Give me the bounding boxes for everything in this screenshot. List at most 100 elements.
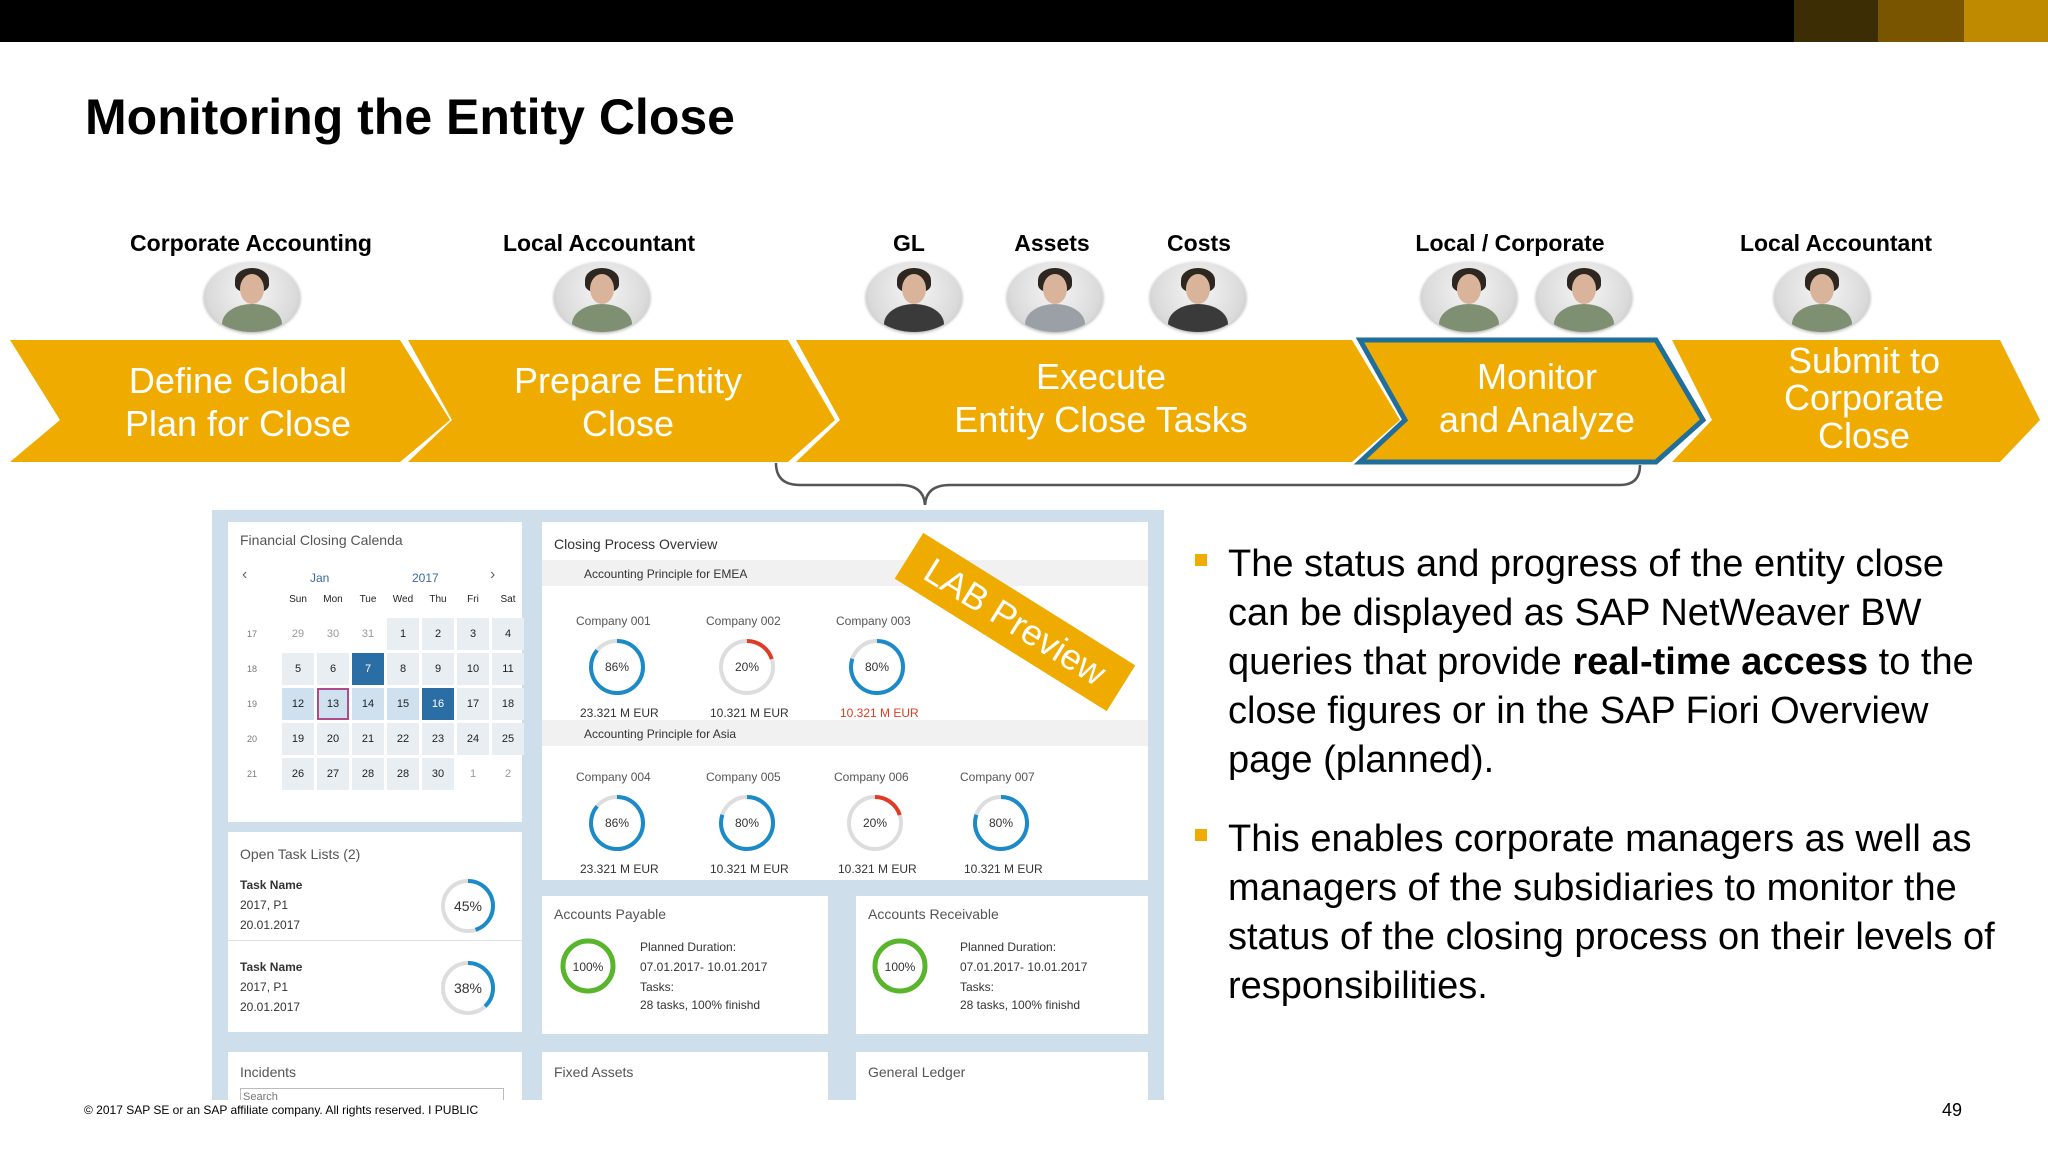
tasks-title: Open Task Lists (2) [240, 846, 361, 862]
calendar-day[interactable]: 3 [457, 618, 489, 650]
chevron-execute [796, 340, 1400, 462]
company-progress[interactable]: 20% [716, 636, 778, 703]
calendar-day[interactable]: 22 [387, 723, 419, 755]
accounts-receivable-card[interactable]: Accounts Receivable 100% Planned Duratio… [856, 896, 1148, 1034]
calendar-next-icon[interactable]: › [490, 566, 496, 583]
company-name: Company 005 [706, 770, 781, 784]
company-name: Company 004 [576, 770, 651, 784]
chevron-define [10, 340, 450, 462]
task-progress[interactable]: 45% [438, 876, 498, 941]
overview-title: Closing Process Overview [554, 536, 718, 552]
calendar-day[interactable]: 25 [492, 723, 524, 755]
payable-planned-label: Planned Duration: [640, 940, 737, 954]
general-ledger-card[interactable]: General Ledger [856, 1052, 1148, 1100]
company-progress[interactable]: 80% [716, 792, 778, 859]
receivable-planned-label: Planned Duration: [960, 940, 1057, 954]
calendar-day[interactable]: 31 [361, 628, 375, 640]
avatar-corporate [1536, 262, 1632, 332]
fixed-assets-card[interactable]: Fixed Assets [542, 1052, 828, 1100]
company-progress[interactable]: 20% [844, 792, 906, 859]
company-progress[interactable]: 86% [586, 636, 648, 703]
accounts-payable-card[interactable]: Accounts Payable 100% Planned Duration: … [542, 896, 828, 1034]
payable-pct: 100% [572, 960, 604, 974]
role-gl: GL [893, 230, 925, 256]
calendar-day[interactable]: 30 [326, 628, 340, 640]
calendar-day[interactable]: 16 [422, 688, 454, 720]
receivable-pct: 100% [884, 960, 916, 974]
closing-overview-card[interactable]: Closing Process Overview Accounting Prin… [542, 522, 1148, 880]
progress-ring [849, 639, 905, 695]
payable-tasks-label: Tasks: [640, 980, 675, 994]
task-period: 2017, P1 [240, 898, 289, 912]
calendar-day[interactable]: 8 [387, 653, 419, 685]
calendar-day[interactable]: 1 [469, 768, 477, 780]
calendar-day[interactable]: 4 [492, 618, 524, 650]
emea-header [542, 560, 1148, 586]
company-progress[interactable]: 80% [970, 792, 1032, 859]
calendar-day[interactable]: 17 [457, 688, 489, 720]
calendar-day[interactable]: 21 [352, 723, 384, 755]
calendar-day[interactable]: 28 [352, 758, 384, 790]
task-divider [228, 940, 522, 941]
calendar-day[interactable]: 1 [387, 618, 419, 650]
company-amount: 10.321 M EUR [964, 862, 1043, 876]
calendar-day[interactable]: 26 [282, 758, 314, 790]
calendar-day[interactable]: 15 [387, 688, 419, 720]
calendar-card[interactable]: Financial Closing Calenda ‹ Jan 2017 › S… [228, 522, 524, 822]
incidents-card[interactable]: Incidents [228, 1052, 522, 1100]
calendar-day[interactable]: 7 [352, 653, 384, 685]
company-percent: 86% [604, 660, 630, 674]
calendar-day[interactable]: 27 [317, 758, 349, 790]
company-percent: 80% [988, 816, 1014, 830]
calendar-day[interactable]: 10 [457, 653, 489, 685]
company-amount: 10.321 M EUR [838, 862, 917, 876]
company-progress[interactable]: 86% [586, 792, 648, 859]
calendar-day[interactable]: 19 [282, 723, 314, 755]
receivable-planned: 07.01.2017- 10.01.2017 [960, 960, 1088, 974]
company-amount: 10.321 M EUR [710, 862, 789, 876]
calendar-year[interactable]: 2017 [412, 571, 439, 585]
calendar-day[interactable]: 29 [291, 628, 305, 640]
calendar-day[interactable]: 14 [352, 688, 384, 720]
calendar-day[interactable]: 9 [422, 653, 454, 685]
payable-ring [560, 938, 616, 994]
process-flow [10, 337, 2040, 505]
task-percent: 38% [453, 980, 483, 996]
company-name: Company 001 [576, 614, 651, 628]
avatar-local [1421, 262, 1517, 332]
calendar-day[interactable]: 6 [317, 653, 349, 685]
company-progress[interactable]: 80% [846, 636, 908, 703]
receivable-tasks: 28 tasks, 100% finishd [960, 998, 1081, 1012]
company-name: Company 003 [836, 614, 911, 628]
calendar-day[interactable]: 13 [317, 688, 349, 720]
swatch-1 [1794, 0, 1878, 42]
calendar-day[interactable]: 11 [492, 653, 524, 685]
calendar-day[interactable]: 20 [317, 723, 349, 755]
calendar-day[interactable]: 24 [457, 723, 489, 755]
calendar-day[interactable]: 2 [504, 768, 512, 780]
calendar-day[interactable]: 5 [282, 653, 314, 685]
progress-ring [719, 795, 775, 851]
company-name: Company 007 [960, 770, 1035, 784]
bullet-1: The status and progress of the entity cl… [1195, 540, 1995, 785]
company-percent: 86% [604, 816, 630, 830]
calendar-day-header: Sat [500, 594, 516, 605]
calendar-day[interactable]: 18 [492, 688, 524, 720]
calendar-day[interactable]: 30 [422, 758, 454, 790]
incidents-search-input[interactable] [240, 1088, 504, 1100]
calendar-day[interactable]: 2 [422, 618, 454, 650]
calendar-day-header: Thu [429, 594, 447, 605]
role-assets: Assets [1014, 230, 1090, 256]
calendar-day[interactable]: 23 [422, 723, 454, 755]
calendar-day[interactable]: 12 [282, 688, 314, 720]
calendar-month[interactable]: Jan [310, 571, 330, 585]
calendar-day[interactable]: 28 [387, 758, 419, 790]
task-progress[interactable]: 38% [438, 958, 498, 1023]
role-local-accountant-2: Local Accountant [1739, 230, 1933, 256]
calendar-prev-icon[interactable]: ‹ [242, 566, 248, 583]
